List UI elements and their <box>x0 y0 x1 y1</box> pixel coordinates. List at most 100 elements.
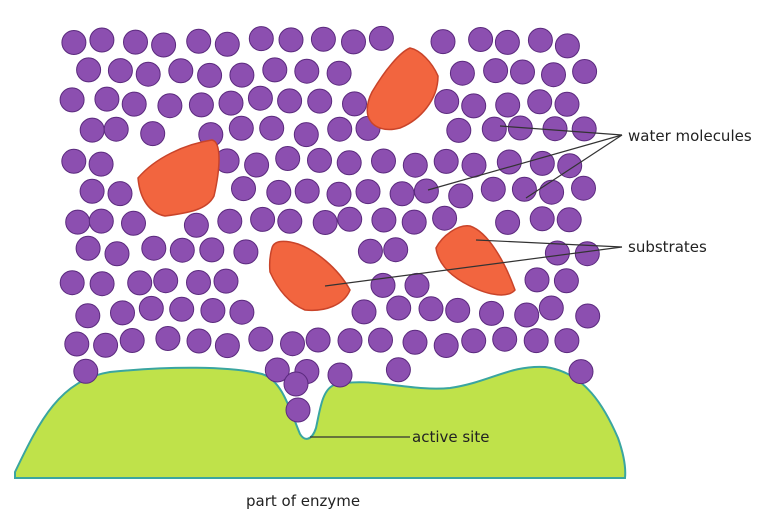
water-molecule <box>484 59 508 83</box>
water-molecule <box>105 242 129 266</box>
water-molecule <box>89 209 113 233</box>
substrate <box>270 241 350 310</box>
water-molecule <box>276 147 300 171</box>
water-molecules <box>60 26 600 422</box>
water-molecule <box>462 153 486 177</box>
water-molecule <box>248 86 272 110</box>
water-molecule <box>403 153 427 177</box>
water-molecule <box>572 117 596 141</box>
water-molecule <box>76 236 100 260</box>
water-molecule <box>215 334 239 358</box>
water-molecule <box>108 182 132 206</box>
substrate <box>436 226 515 295</box>
water-molecule <box>286 398 310 422</box>
water-molecule <box>496 210 520 234</box>
water-molecule <box>450 61 474 85</box>
water-molecule <box>249 327 273 351</box>
water-molecule <box>542 63 566 87</box>
water-molecule <box>215 32 239 56</box>
substrate <box>367 48 438 130</box>
water-molecule <box>281 332 305 356</box>
water-molecule <box>328 363 352 387</box>
water-molecule <box>120 329 144 353</box>
water-molecule <box>431 30 455 54</box>
water-molecule <box>124 30 148 54</box>
water-molecule <box>419 297 443 321</box>
water-molecule <box>139 296 163 320</box>
water-molecule <box>187 329 211 353</box>
water-molecule <box>279 28 303 52</box>
water-molecule <box>555 34 579 58</box>
water-molecule <box>447 118 471 142</box>
water-molecule <box>189 93 213 117</box>
water-molecule <box>136 62 160 86</box>
water-molecule <box>528 90 552 114</box>
substrate <box>138 140 219 216</box>
water-molecule <box>308 148 332 172</box>
water-molecule <box>543 117 567 141</box>
water-molecule <box>306 328 330 352</box>
water-molecule <box>232 177 256 201</box>
water-molecule <box>497 150 521 174</box>
water-molecule <box>555 329 579 353</box>
water-molecule <box>405 273 429 297</box>
water-molecule <box>403 330 427 354</box>
water-molecule <box>80 118 104 142</box>
water-molecule <box>311 27 335 51</box>
water-molecule <box>104 117 128 141</box>
water-molecule <box>66 210 90 234</box>
water-molecule <box>230 300 254 324</box>
water-molecule <box>481 177 505 201</box>
water-molecule <box>201 299 225 323</box>
water-molecule <box>187 271 211 295</box>
water-molecule <box>294 123 318 147</box>
water-molecule <box>154 269 178 293</box>
water-molecule <box>540 180 564 204</box>
water-molecule <box>434 334 458 358</box>
water-molecule <box>462 94 486 118</box>
water-molecule <box>493 327 517 351</box>
water-molecule <box>77 58 101 82</box>
water-molecule <box>62 149 86 173</box>
water-molecule <box>530 207 554 231</box>
water-molecule <box>111 301 135 325</box>
water-molecule <box>62 31 86 55</box>
water-molecule <box>557 208 581 232</box>
water-molecule <box>384 238 408 262</box>
water-molecule <box>141 122 165 146</box>
water-molecule <box>278 209 302 233</box>
water-molecule <box>402 210 426 234</box>
water-molecule <box>372 208 396 232</box>
water-molecule <box>169 59 193 83</box>
water-molecule <box>122 92 146 116</box>
water-molecule <box>108 59 132 83</box>
water-molecule <box>512 177 536 201</box>
water-molecule <box>60 271 84 295</box>
water-molecule <box>482 117 506 141</box>
water-molecule <box>187 29 211 53</box>
water-molecule <box>569 360 593 384</box>
water-molecule <box>338 329 362 353</box>
water-molecule <box>90 28 114 52</box>
water-molecule <box>414 179 438 203</box>
water-molecule <box>352 300 376 324</box>
water-molecule <box>573 60 597 84</box>
water-molecule <box>214 269 238 293</box>
water-molecule <box>260 116 284 140</box>
water-molecule <box>469 28 493 52</box>
water-molecule <box>386 358 410 382</box>
water-molecule <box>515 303 539 327</box>
water-molecule <box>89 152 113 176</box>
water-molecule <box>433 206 457 230</box>
water-molecule <box>90 272 114 296</box>
water-molecule <box>234 240 258 264</box>
water-molecule <box>528 28 552 52</box>
water-molecule <box>219 91 243 115</box>
water-molecule <box>390 182 414 206</box>
water-molecule <box>449 184 473 208</box>
water-molecule <box>525 268 549 292</box>
water-molecule <box>435 90 459 114</box>
water-molecule <box>295 179 319 203</box>
water-molecule <box>539 296 563 320</box>
